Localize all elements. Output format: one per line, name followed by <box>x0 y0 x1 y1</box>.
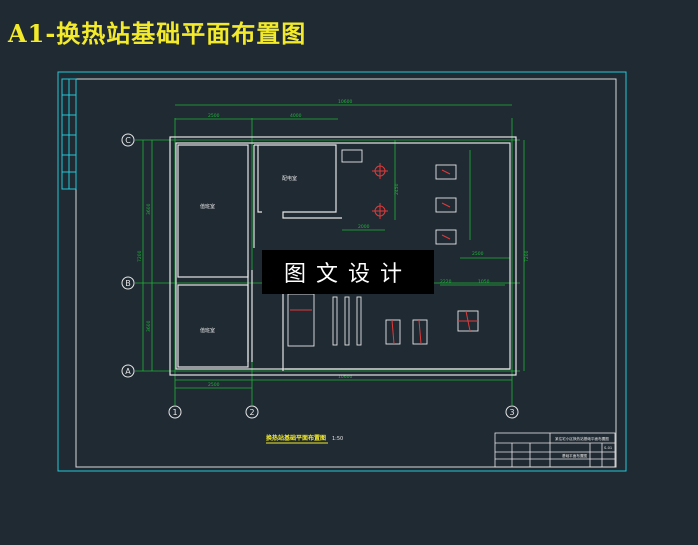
building-walls <box>169 136 517 376</box>
axis-bubble-1 <box>168 405 182 419</box>
room-label-lower-left: 值班室 <box>200 327 215 334</box>
axis-label-c: C <box>125 136 131 145</box>
axis-grid <box>135 118 520 405</box>
axis-bubble-2 <box>245 405 259 419</box>
dim-right-total: 7200 <box>524 250 530 262</box>
dim-mid-3: 2500 <box>472 251 484 257</box>
dim-top-total: 10600 <box>338 99 352 105</box>
dim-top-seg-1: 2500 <box>208 113 220 119</box>
axis-label-1: 1 <box>172 408 177 417</box>
dim-mid-4: 2000 <box>358 224 370 230</box>
drawing-caption: 换热站基础平面布置图 <box>266 434 326 442</box>
dim-bottom-total: 10600 <box>338 374 352 380</box>
pump-bases <box>290 163 478 345</box>
room-label-upper-left: 值班室 <box>200 203 215 210</box>
axis-label-2: 2 <box>249 408 254 417</box>
dimension-lines <box>142 104 525 389</box>
axis-label-b: B <box>125 279 131 288</box>
dim-left-total: 7200 <box>137 250 143 262</box>
watermark: 图文设计 <box>262 250 434 294</box>
axis-label-a: A <box>125 367 131 376</box>
dim-mid-1: 2220 <box>440 279 452 285</box>
dim-top-seg-2: 4000 <box>290 113 302 119</box>
title-block-sheet: 基础平面布置图 <box>562 453 588 458</box>
axis-bubble-b <box>121 276 135 290</box>
dim-left-seg-1: 3600 <box>146 203 152 215</box>
page-title: A1-换热站基础平面布置图 <box>8 19 307 48</box>
binding-strip <box>61 78 77 190</box>
axis-label-3: 3 <box>509 408 514 417</box>
axis-bubble-c <box>121 133 135 147</box>
title-block <box>494 432 616 468</box>
equipment-foundations <box>287 149 479 347</box>
inner-border <box>75 78 617 468</box>
dim-bottom-seg-1: 2500 <box>208 382 220 388</box>
axis-bubble-a <box>121 364 135 378</box>
dim-mid-5: 2450 <box>394 183 400 195</box>
axis-bubbles <box>121 133 519 419</box>
title-block-drawing-no: S-01 <box>604 446 612 450</box>
outer-border <box>57 71 627 472</box>
axis-bubble-3 <box>505 405 519 419</box>
drawing-scale: 1:50 <box>332 436 343 442</box>
title-block-project: 某住宅小区换热站基础平面布置图 <box>555 436 609 441</box>
dim-left-seg-2: 3600 <box>146 320 152 332</box>
dim-mid-2: 1050 <box>478 279 490 285</box>
room-label-upper-mid: 配电室 <box>282 175 297 182</box>
